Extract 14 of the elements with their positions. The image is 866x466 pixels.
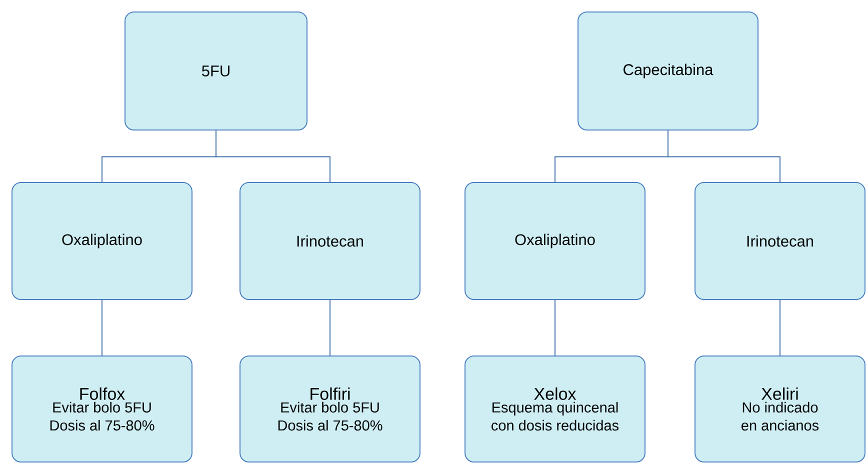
process-box: Irinotecan [240, 182, 420, 300]
process-box: Capecitabina [578, 12, 759, 130]
process-box: Oxaliplatino [12, 182, 192, 300]
connector-line [216, 130, 330, 182]
process-box: Oxaliplatino [464, 182, 646, 300]
process-box: Xeliri No indicado en ancianos [694, 356, 866, 462]
process-box: Folfiri Evitar bolo 5FU Dosis al 75-80% [240, 356, 420, 462]
process-box: Irinotecan [694, 182, 866, 300]
process-box: Folfox Evitar bolo 5FU Dosis al 75-80% [12, 356, 192, 462]
process-box: Xelox Esquema quincenal con dosis reducidas [464, 356, 646, 462]
connector-line [554, 300, 556, 356]
connector-line [780, 300, 781, 356]
process-box: 5FU [124, 12, 308, 130]
connector-line [668, 130, 781, 182]
